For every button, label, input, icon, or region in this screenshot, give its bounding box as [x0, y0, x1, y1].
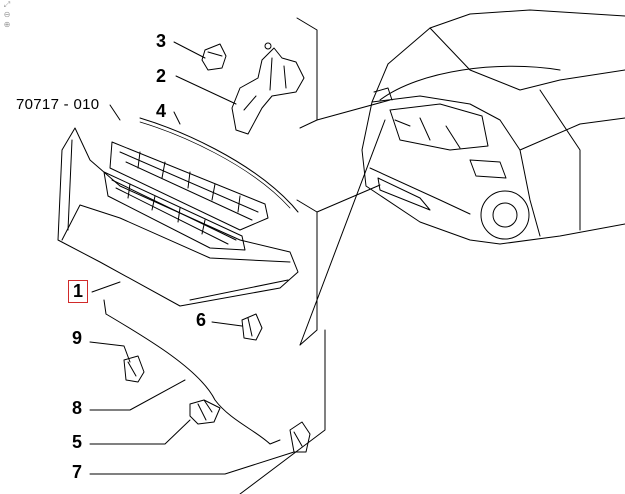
viewer-toolbar: ⤢ ⊖ ⊕: [0, 0, 14, 30]
cap-part: [289, 421, 311, 453]
bumper-part: [241, 313, 263, 341]
cable-clip-part: [123, 355, 145, 383]
frame-lines: [239, 17, 391, 494]
zoom-in-icon[interactable]: ⊕: [3, 20, 11, 29]
grille-shell-part: [57, 127, 299, 307]
leader-lines: [89, 41, 295, 475]
callout-8[interactable]: 8: [72, 398, 83, 418]
callout-4[interactable]: 4: [156, 101, 167, 121]
van-illustration: [361, 9, 625, 245]
clip-part: [201, 43, 227, 71]
callout-3[interactable]: 3: [156, 31, 167, 51]
grille-mesh-part: [103, 141, 269, 251]
callout-1[interactable]: 1: [68, 280, 89, 303]
zoom-out-icon[interactable]: ⊖: [3, 10, 11, 19]
expand-icon[interactable]: ⤢: [3, 0, 11, 9]
release-cable-part: [103, 299, 281, 445]
callout-7[interactable]: 7: [72, 462, 83, 482]
callout-2[interactable]: 2: [156, 66, 167, 86]
callout-9[interactable]: 9: [72, 328, 83, 348]
diagram-ref-code: 70717 - 010: [16, 96, 100, 113]
bracket-part: [231, 42, 305, 135]
seal-strip-part: [139, 117, 299, 213]
cable-bracket-part: [189, 399, 221, 425]
callout-5[interactable]: 5: [72, 432, 83, 452]
callout-6[interactable]: 6: [196, 310, 207, 330]
